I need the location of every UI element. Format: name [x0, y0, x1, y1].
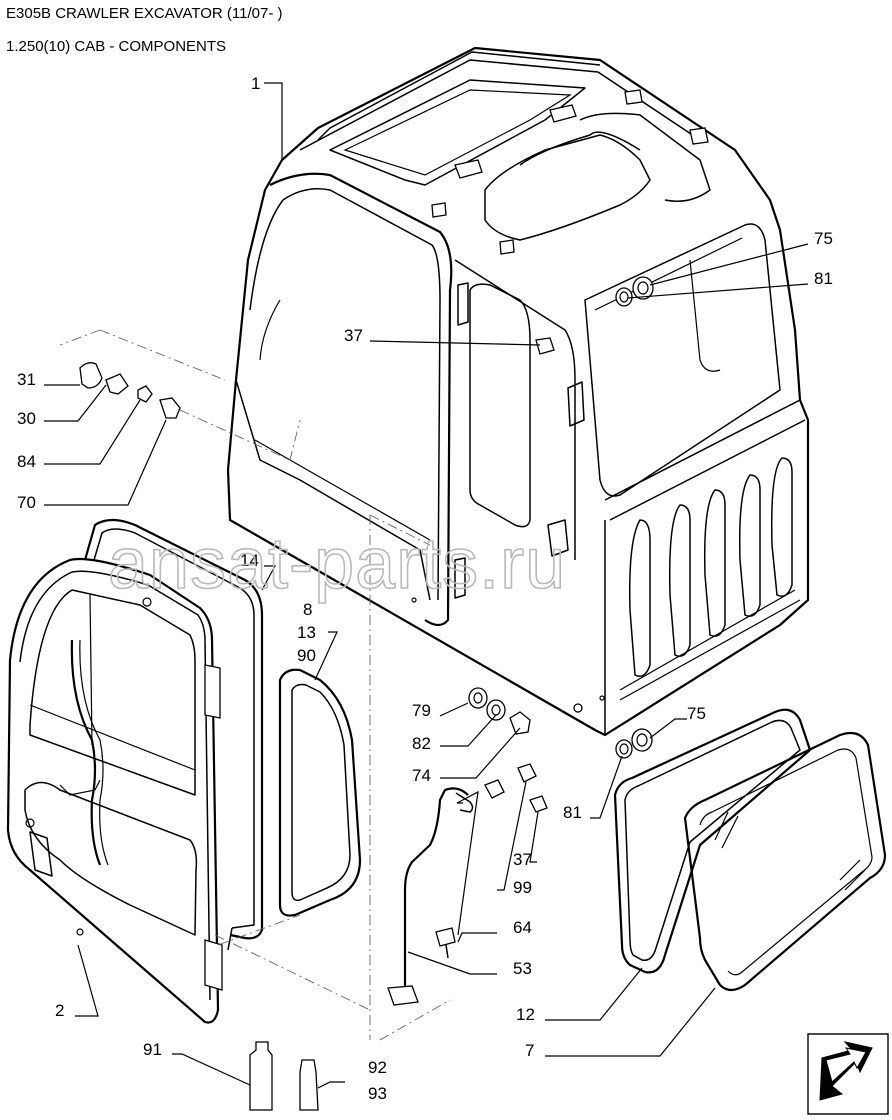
side-window-seal [613, 708, 812, 974]
callout-37b: 37 [513, 850, 532, 869]
cab-body [226, 46, 810, 737]
callout-31: 31 [17, 370, 36, 389]
callout-99: 99 [513, 878, 532, 897]
callout-75b: 75 [687, 704, 706, 723]
support-rod [387, 787, 474, 1006]
callout-93: 93 [368, 1084, 387, 1103]
small-hardware [79, 276, 654, 1111]
assembly-lines [59, 329, 451, 1041]
callout-53: 53 [513, 959, 532, 978]
callout-70: 70 [17, 493, 36, 512]
page-title: E305B CRAWLER EXCAVATOR (11/07- ) [6, 5, 283, 22]
watermark-text: ansat-parts.ru [108, 524, 566, 604]
callout-64: 64 [513, 918, 532, 937]
callout-81b: 81 [563, 803, 582, 822]
callout-90: 90 [297, 646, 316, 665]
callout-84: 84 [17, 452, 36, 471]
callout-12: 12 [516, 1005, 535, 1024]
side-window-glass [683, 731, 887, 992]
callout-74: 74 [412, 766, 431, 785]
callout-2: 2 [55, 1001, 64, 1020]
cab-door [6, 557, 223, 1024]
leader-lines [44, 82, 809, 1089]
callout-8: 8 [303, 600, 312, 619]
callout-81: 81 [814, 269, 833, 288]
callout-30: 30 [17, 409, 36, 428]
section-title: 1.250(10) CAB - COMPONENTS [6, 38, 227, 55]
callout-13: 13 [297, 623, 316, 642]
callout-91: 91 [143, 1040, 162, 1059]
callout-79: 79 [412, 701, 431, 720]
callout-labels: 1 75 81 37 31 30 84 70 14 8 13 90 79 82 … [17, 74, 833, 1103]
callout-14: 14 [240, 551, 259, 570]
door-seal [83, 518, 264, 951]
next-page-arrow-icon[interactable] [807, 1033, 889, 1115]
callout-37: 37 [344, 326, 363, 345]
callout-92: 92 [368, 1058, 387, 1077]
callout-1: 1 [251, 74, 260, 93]
callout-7: 7 [525, 1041, 534, 1060]
callout-75: 75 [814, 229, 833, 248]
triangular-glass [278, 668, 362, 917]
callout-82: 82 [412, 734, 431, 753]
